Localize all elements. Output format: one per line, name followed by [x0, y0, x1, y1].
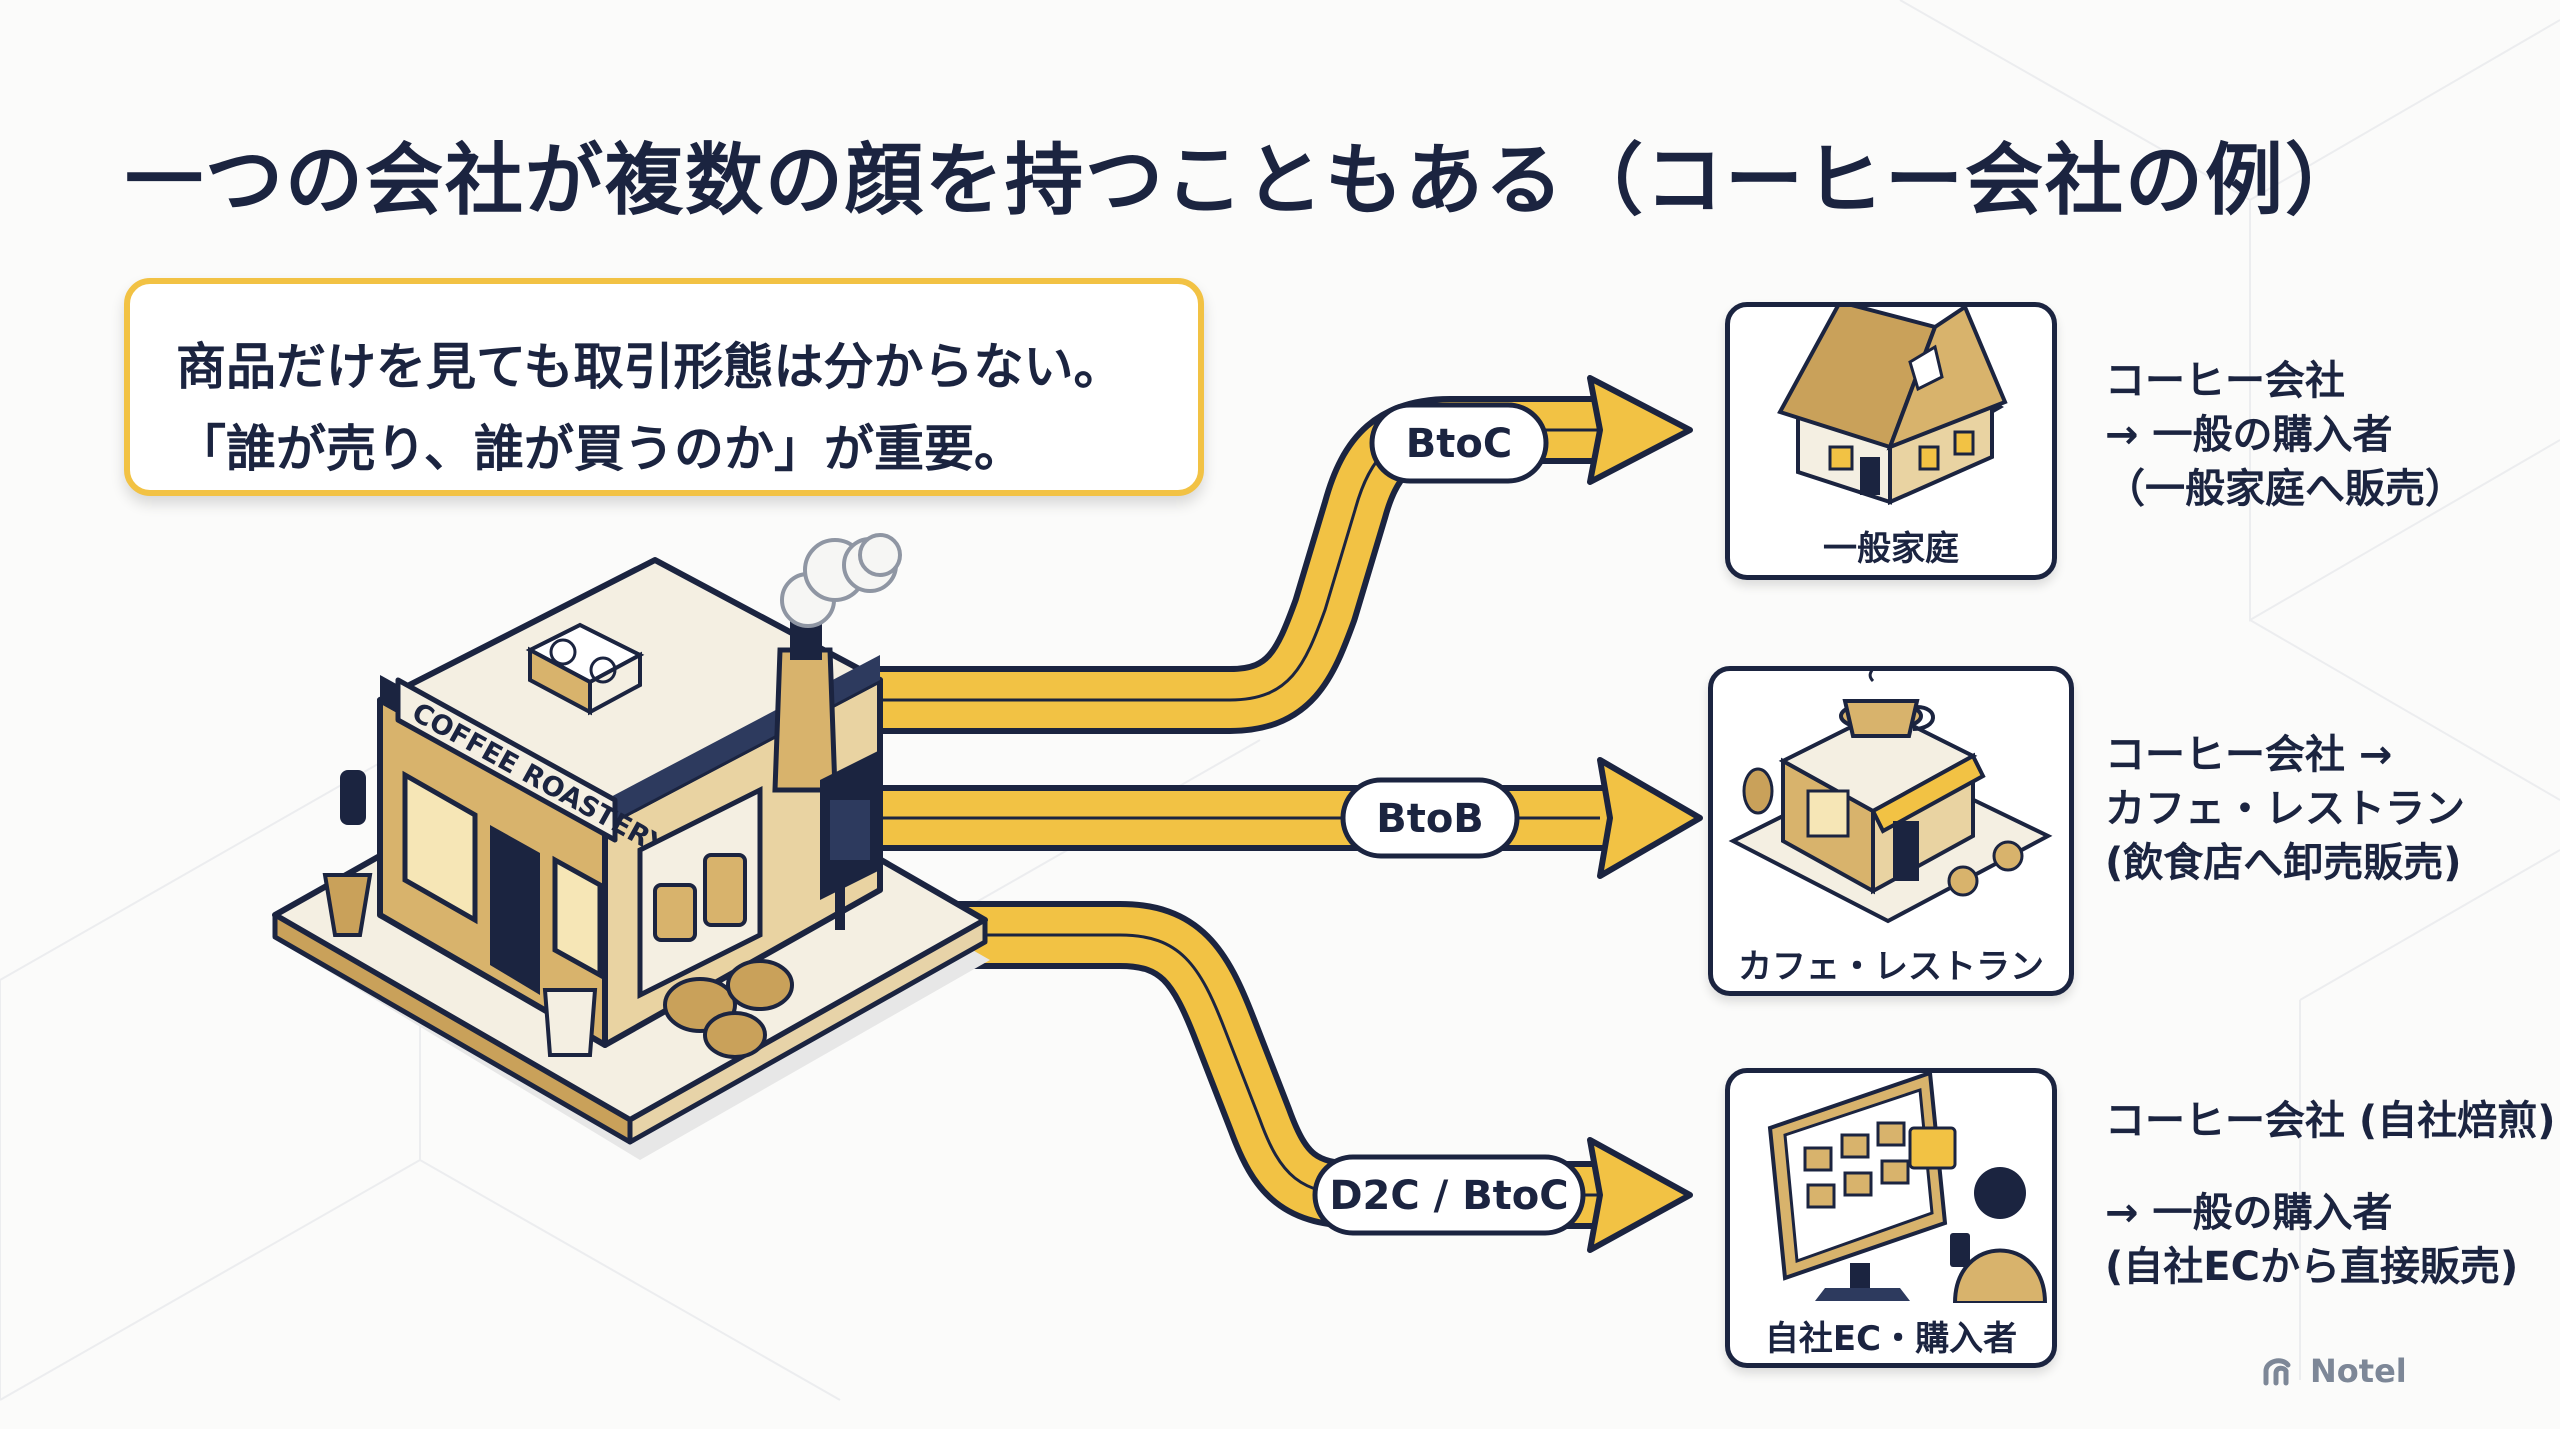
description-btoc-line-2: → 一般の購入者	[2105, 412, 2393, 458]
cafe-icon	[1728, 671, 2053, 924]
description-d2c-spacer	[2105, 1148, 2556, 1186]
card-online-shop-label: 自社EC・購入者	[1764, 1319, 2018, 1359]
description-d2c: コーヒー会社 (自社焙煎) → 一般の購入者 (自社ECから直接販売)	[2105, 1094, 2556, 1294]
page-title: 一つの会社が複数の顔を持つこともある（コーヒー会社の例）	[125, 136, 2366, 226]
route-arrow-btob	[867, 757, 1703, 879]
coffee-roastery-illustration: COFFEE ROASTERY	[272, 533, 990, 1160]
description-btob: コーヒー会社 → カフェ・レストラン (飲食店へ卸売販売)	[2105, 728, 2465, 890]
route-label-btob-text: BtoB	[1376, 796, 1484, 842]
callout-box: 商品だけを見ても取引形態は分からない。 「誰が売り、誰が買うのか」が重要。	[124, 278, 1204, 496]
brand-watermark: Notel	[2262, 1352, 2407, 1390]
online-shop-icon	[1767, 1073, 2048, 1303]
route-label-d2c: D2C / BtoC	[1312, 1154, 1586, 1236]
card-online-shop: 自社EC・購入者	[1725, 1068, 2057, 1368]
card-household-label: 一般家庭	[1823, 529, 1959, 569]
card-household: 一般家庭	[1725, 302, 2057, 580]
description-d2c-line-2: → 一般の購入者	[2105, 1190, 2393, 1236]
route-label-d2c-text: D2C / BtoC	[1329, 1173, 1568, 1219]
card-cafe-label: カフェ・レストラン	[1738, 947, 2044, 987]
route-label-btob: BtoB	[1340, 777, 1520, 859]
brand-name: Notel	[2310, 1352, 2407, 1390]
house-icon	[1777, 307, 2008, 506]
description-d2c-line-1: コーヒー会社 (自社焙煎)	[2105, 1098, 2556, 1144]
description-btoc: コーヒー会社 → 一般の購入者 （一般家庭へ販売）	[2105, 354, 2465, 516]
description-btob-line-1: コーヒー会社 →	[2105, 732, 2393, 778]
callout-line-1: 商品だけを見ても取引形態は分からない。	[176, 338, 1124, 396]
description-d2c-line-3: (自社ECから直接販売)	[2105, 1244, 2519, 1290]
description-btoc-line-3: （一般家庭へ販売）	[2105, 466, 2465, 512]
description-btob-line-3: (飲食店へ卸売販売)	[2105, 840, 2462, 886]
card-cafe: カフェ・レストラン	[1708, 666, 2074, 996]
description-btoc-line-1: コーヒー会社	[2105, 358, 2345, 404]
route-label-btoc: BtoC	[1369, 402, 1549, 484]
route-label-btoc-text: BtoC	[1406, 421, 1512, 467]
callout-line-2: 「誰が売り、誰が買うのか」が重要。	[176, 420, 1024, 478]
description-btob-line-2: カフェ・レストラン	[2105, 786, 2465, 832]
notel-logo-icon	[2263, 1358, 2291, 1386]
